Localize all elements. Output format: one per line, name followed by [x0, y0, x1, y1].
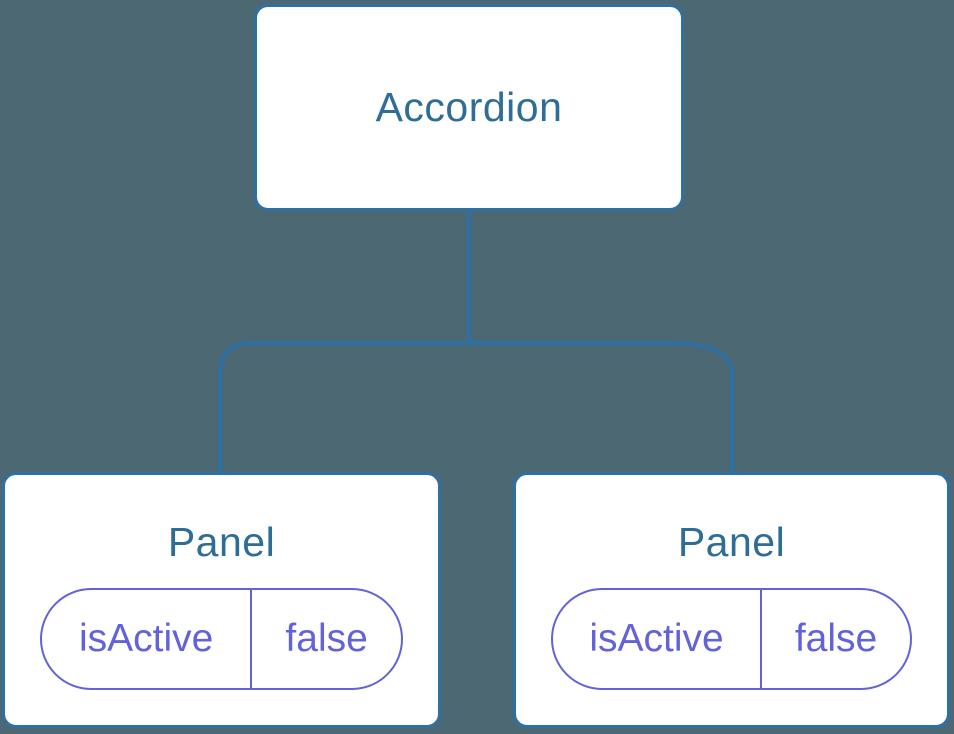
panel-node-right: Panel isActive false: [513, 472, 950, 728]
state-value: false: [285, 617, 368, 660]
state-key: isActive: [42, 590, 253, 688]
panel-node-left: Panel isActive false: [2, 472, 441, 728]
state-key: isActive: [553, 590, 763, 688]
panel-node-label: Panel: [677, 519, 786, 565]
state-pill: isActive false: [551, 588, 912, 690]
panel-node-label: Panel: [167, 519, 276, 565]
accordion-node: Accordion: [254, 4, 684, 211]
state-value: false: [794, 617, 878, 660]
accordion-node-label: Accordion: [375, 84, 563, 130]
connector-branch: [218, 341, 734, 474]
state-pill: isActive false: [40, 588, 403, 690]
